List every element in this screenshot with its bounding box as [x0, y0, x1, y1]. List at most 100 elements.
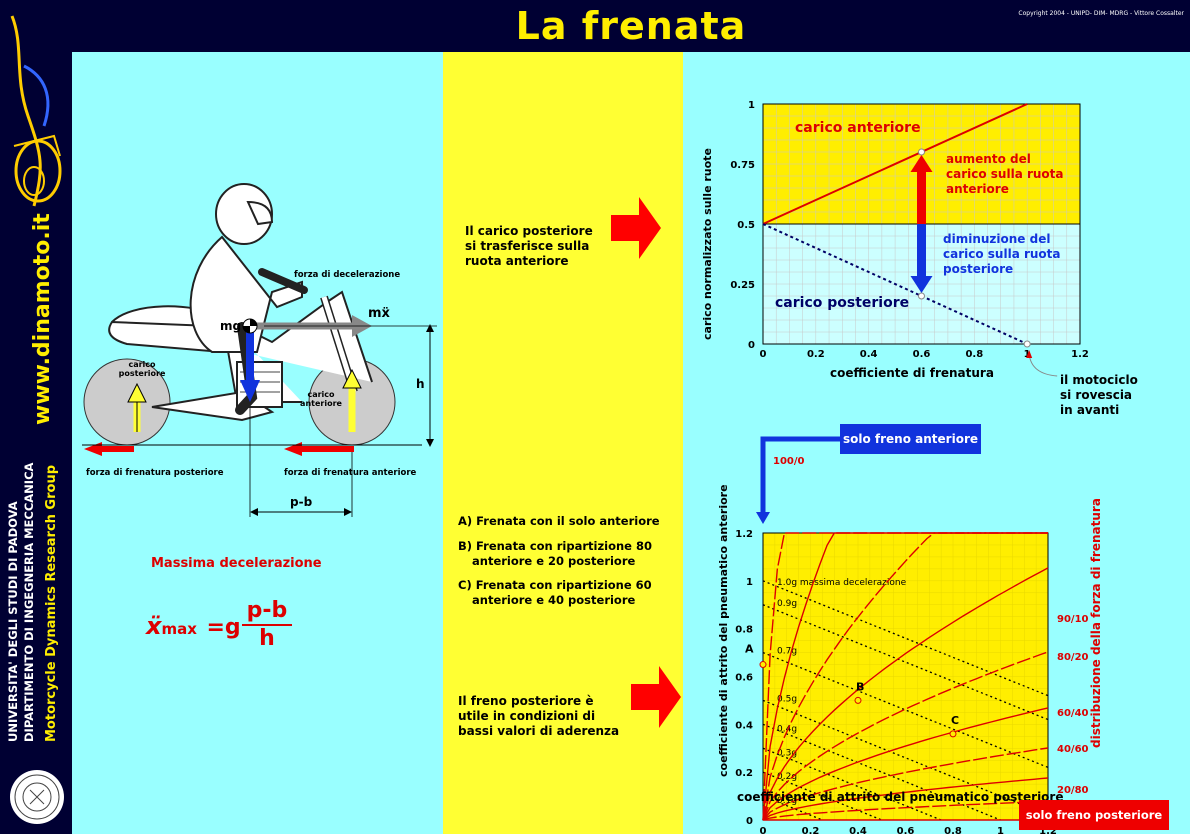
- load-transfer-text: Il carico posteriore si trasferisce sull…: [465, 224, 593, 269]
- distribution-label: 80/20: [1057, 652, 1089, 663]
- chart2-ylabel: coefficiente di attrito del pneumatico a…: [717, 484, 730, 777]
- distribution-label: 40/60: [1057, 744, 1089, 755]
- list-item: anteriore e 40 posteriore: [472, 593, 636, 607]
- chart1-ylabel: carico normalizzato sulle ruote: [701, 148, 714, 340]
- point-marker: [759, 661, 767, 669]
- point-marker: [854, 696, 862, 704]
- distribution-curve: [762, 532, 1048, 821]
- y-tick-label: 1: [748, 100, 755, 111]
- text-line: si trasferisce sulla: [465, 239, 590, 253]
- website-link[interactable]: www.dinamoto.it: [30, 213, 55, 425]
- copyright-notice: Copyright 2004 - UNIPD- DIM- MDRG - Vitt…: [1018, 10, 1184, 17]
- left-panel: forza di decelerazione mg mẍ carico post…: [72, 52, 443, 834]
- text-line: Il freno posteriore è: [458, 694, 594, 708]
- force-decel-label: forza di decelerazione: [294, 270, 401, 280]
- formula-eq: =g: [206, 615, 241, 640]
- distribution-curve: [762, 532, 1048, 821]
- tip-pointer: [1028, 353, 1058, 377]
- formula-caption: Massima decelerazione: [151, 556, 322, 571]
- right-arrow-icon: [611, 197, 661, 259]
- x-tick-label: 0.2: [802, 826, 820, 834]
- rear-load-line: [762, 223, 1028, 345]
- text-line: Il carico posteriore: [465, 224, 593, 238]
- university-name: UNIVERSITA' DEGLI STUDI DI PADOVA: [6, 501, 20, 742]
- rear-brake-only-callout: solo freno posteriore: [1019, 800, 1169, 830]
- deceleration-line: [762, 699, 1049, 816]
- list-item: C) Frenata con ripartizione 60: [458, 578, 652, 592]
- series-front-label: carico anteriore: [795, 120, 921, 136]
- annotation-line: aumento del: [946, 152, 1031, 166]
- deceleration-line: [762, 795, 823, 821]
- mg-label: mg: [220, 319, 242, 333]
- text-line: utile in condizioni di: [458, 709, 596, 723]
- university-seal-icon: [10, 770, 64, 824]
- rear-load-label: carico posteriore: [118, 360, 166, 378]
- annotation-line: il motociclo: [1060, 373, 1138, 387]
- dinamoto-logo: [10, 15, 62, 207]
- list-item: B) Frenata con ripartizione 80: [458, 539, 652, 553]
- formula-subscript: max: [161, 620, 197, 638]
- x-tick-label: 0.6: [913, 349, 931, 360]
- deceleration-line: [762, 580, 1049, 697]
- y-tick-label: 0.6: [735, 673, 753, 684]
- rear-brake-text: Il freno posteriore è utile in condizion…: [458, 694, 619, 739]
- x-tick-label: 0.8: [944, 826, 962, 834]
- deceleration-label: 0.1g: [777, 796, 797, 806]
- point-label: A: [745, 643, 754, 656]
- x-tick-label: 0.6: [897, 826, 915, 834]
- down-arrow-icon: [756, 512, 770, 524]
- formula-denominator: h: [259, 626, 275, 651]
- distribution-label: 20/80: [1057, 785, 1089, 796]
- annotation-line: carico sulla ruota: [943, 247, 1061, 261]
- formula-numerator: p-b: [242, 598, 292, 626]
- y-tick-label: 1.2: [735, 529, 753, 540]
- deceleration-label: 0.5g: [777, 694, 797, 704]
- annotation-line: anteriore: [946, 182, 1009, 196]
- chart1-xlabel: coefficiente di frenatura: [830, 366, 994, 380]
- distribution-curve: [762, 567, 1049, 821]
- deceleration-label: 1.0g massima decelerazione: [777, 578, 907, 588]
- height-label: h: [416, 377, 425, 391]
- tip-pointer-icon: [1026, 350, 1033, 358]
- front-brake-label: forza di frenatura anteriore: [284, 468, 417, 478]
- braking-cases-list: A) Frenata con il solo anteriore B) Fren…: [458, 514, 660, 608]
- text-line: bassi valori di aderenza: [458, 724, 620, 738]
- distribution-curve: [762, 800, 1049, 821]
- marked-point: [1023, 340, 1031, 348]
- deceleration-label: 0.3g: [777, 748, 797, 758]
- x-tick-label: 1: [1024, 349, 1031, 360]
- distribution-label: 90/10: [1057, 614, 1089, 625]
- y-tick-label: 0.2: [735, 768, 753, 779]
- y-tick-label: 0.5: [737, 220, 755, 231]
- distribution-curve: [762, 777, 1049, 821]
- front-load-line: [762, 103, 1028, 225]
- department-name: DIPARTIMENTO DI INGEGNERIA MECCANICA: [22, 462, 36, 742]
- y-tick-label: 0.25: [730, 280, 755, 291]
- decrease-annotation: diminuzione del carico sulla ruota poste…: [943, 232, 1061, 277]
- x-tick-label: 0.8: [965, 349, 983, 360]
- y-tick-label: 0.75: [730, 160, 755, 171]
- increase-annotation: aumento del carico sulla ruota anteriore: [946, 152, 1064, 197]
- distribution-curve: [762, 651, 1049, 821]
- deceleration-label: 0.9g: [777, 599, 797, 609]
- formula-fraction: p-b h: [242, 598, 292, 652]
- decrease-arrow-icon: [910, 276, 933, 293]
- rear-brake-label: forza di frenatura posteriore: [86, 468, 224, 478]
- middle-panel: Il carico posteriore si trasferisce sull…: [443, 52, 683, 834]
- x-tick-label: 0: [760, 826, 767, 834]
- y-tick-label: 0: [746, 816, 753, 827]
- mx-label: mẍ: [368, 306, 390, 321]
- y-tick-label: 1: [746, 577, 753, 588]
- top-distribution-label: 100/0: [773, 456, 805, 467]
- y-tick-label: 0.8: [735, 625, 753, 636]
- right-arrow-icon: [631, 666, 681, 728]
- x-tick-label: 1.2: [1039, 826, 1057, 834]
- header: La frenata Copyright 2004 - UNIPD- DIM- …: [72, 0, 1190, 52]
- x-tick-label: 1: [997, 826, 1004, 834]
- front-only-connector: [760, 436, 840, 514]
- annotation-line: diminuzione del: [943, 232, 1051, 246]
- pb-label: p-b: [290, 495, 313, 509]
- page-title: La frenata: [515, 4, 747, 48]
